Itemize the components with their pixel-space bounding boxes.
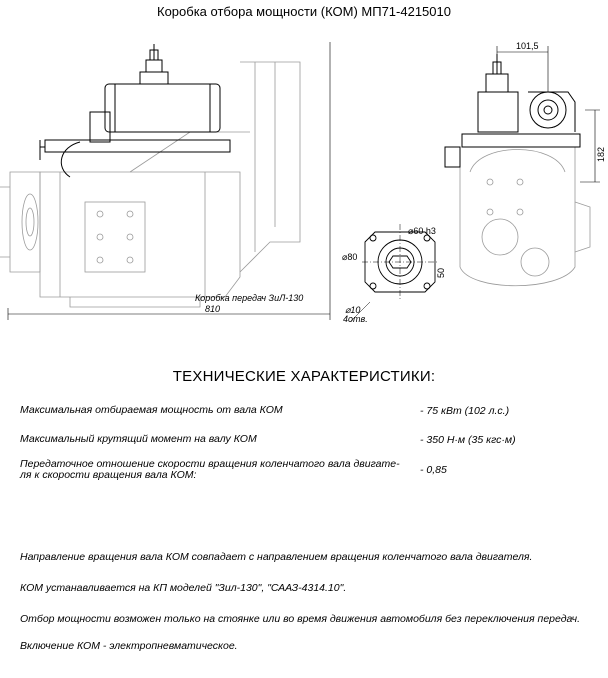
pto-rear-view — [444, 54, 581, 168]
dim-flange-label: ⌀80 — [342, 252, 357, 262]
dim-50-label: 50 — [436, 268, 446, 278]
spec-value: - 350 Н·м (35 кгс·м) — [420, 434, 516, 446]
dim-length-label: 810 — [205, 304, 220, 314]
spec-value: - 0,85 — [420, 464, 447, 476]
spec-name-line-1: Передаточное отношение скорости вращения… — [20, 458, 400, 470]
note-models: КОМ устанавливается на КП моделей "Зил-1… — [20, 582, 347, 594]
gearbox-rear-view — [459, 147, 591, 287]
document-title: Коробка отбора мощности (КОМ) МП71-42150… — [157, 4, 451, 19]
dim-holes-label-1: ⌀10 — [345, 305, 360, 315]
dim-height-label: 182 — [596, 147, 606, 162]
spec-name: Максимальный крутящий момент на валу КОМ — [20, 433, 257, 445]
technical-drawing: Коробка передач ЗиЛ-130 810 ⌀60 h3 ⌀80 5… — [0, 41, 606, 324]
specs-heading: ТЕХНИЧЕСКИЕ ХАРАКТЕРИСТИКИ: — [172, 368, 436, 385]
gearbox-side-view — [0, 61, 301, 308]
spec-name-line-2: ля к скорости вращения вала КОМ: — [20, 469, 197, 481]
dim-shaft-label: ⌀60 h3 — [408, 226, 436, 236]
spec-name: Передаточное отношение скорости вращения… — [20, 459, 418, 481]
dimension-right — [496, 46, 600, 183]
pto-side-view — [39, 44, 231, 178]
note-engagement: Включение КОМ - электропневматическое. — [20, 640, 238, 652]
gearbox-label: Коробка передач ЗиЛ-130 — [195, 293, 303, 303]
dimension-810 — [7, 42, 331, 320]
dim-holes-label-2: 4отв. — [343, 314, 368, 324]
note-usage: Отбор мощности возможен только на стоянк… — [20, 613, 581, 625]
spec-value: - 75 кВт (102 л.с.) — [420, 405, 510, 417]
flange-front-view — [349, 224, 438, 323]
dim-width-top-label: 101,5 — [516, 41, 539, 51]
spec-name: Максимальная отбираемая мощность от вала… — [20, 404, 283, 416]
note-rotation: Направление вращения вала КОМ совпадает … — [20, 551, 533, 563]
